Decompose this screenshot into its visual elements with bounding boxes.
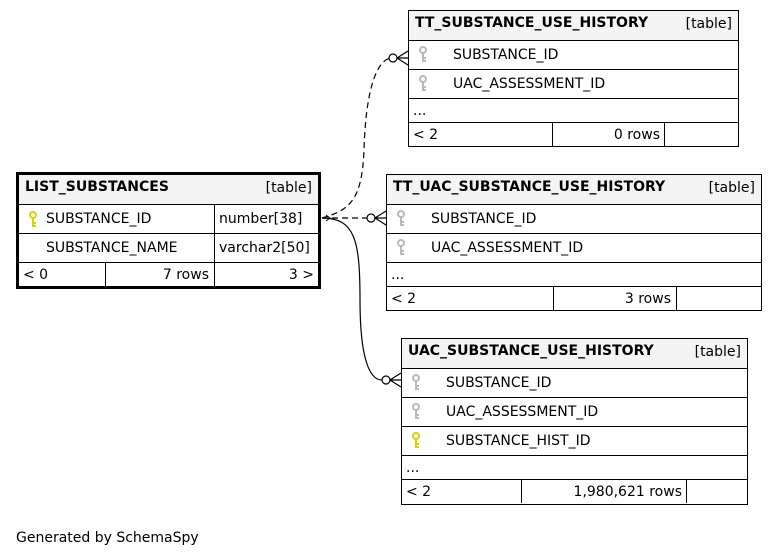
parents-count[interactable]: < 2 (406, 483, 432, 500)
primary-key-icon (412, 432, 420, 448)
table-header: UAC_SUBSTANCE_USE_HISTORY [table] (402, 339, 747, 368)
table-kind: [table] (265, 180, 312, 196)
more-columns: ... (402, 455, 747, 479)
edge-parent-mark (325, 214, 331, 222)
table-tt-substance-use-history[interactable]: TT_SUBSTANCE_USE_HISTORY [table] SUBSTAN… (408, 10, 739, 147)
more-columns: ... (387, 262, 761, 286)
row-count: 3 rows (624, 290, 671, 307)
column-name: UAC_ASSESSMENT_ID (453, 76, 606, 92)
table-name: TT_SUBSTANCE_USE_HISTORY (415, 15, 649, 31)
foreign-key-icon (397, 239, 405, 255)
table-kind: [table] (708, 180, 755, 196)
ellipsis: ... (413, 102, 427, 119)
foreign-key-icon (412, 374, 420, 390)
column-name: SUBSTANCE_HIST_ID (446, 433, 591, 449)
column-row[interactable]: SUBSTANCE_ID number[38] (19, 204, 318, 233)
table-kind: [table] (694, 344, 741, 360)
primary-key-icon (29, 211, 37, 227)
table-footer: < 2 1,980,621 rows (402, 479, 747, 503)
foreign-key-icon (412, 403, 420, 419)
foreign-key-icon (397, 210, 405, 226)
edge-circle-3 (381, 375, 391, 385)
children-count[interactable] (686, 480, 742, 503)
children-count[interactable] (676, 287, 756, 310)
table-name: UAC_SUBSTANCE_USE_HISTORY (408, 343, 654, 359)
table-uac-substance-use-history[interactable]: UAC_SUBSTANCE_USE_HISTORY [table] SUBSTA… (401, 338, 748, 505)
column-row[interactable]: UAC_ASSESSMENT_ID (409, 69, 738, 98)
column-name: SUBSTANCE_ID (46, 211, 152, 227)
edge-tt-substance-use-history (321, 57, 393, 219)
edge-crowfoot-1 (396, 50, 409, 66)
table-name: LIST_SUBSTANCES (25, 179, 169, 195)
row-count: 0 rows (613, 126, 660, 143)
column-name: SUBSTANCE_ID (446, 375, 552, 391)
column-name: UAC_ASSESSMENT_ID (431, 240, 584, 256)
generator-caption: Generated by SchemaSpy (16, 530, 199, 546)
row-count: 1,980,621 rows (573, 483, 682, 500)
table-name: TT_UAC_SUBSTANCE_USE_HISTORY (393, 179, 666, 195)
table-footer: < 2 3 rows (387, 286, 761, 310)
table-header: TT_SUBSTANCE_USE_HISTORY [table] (409, 11, 738, 40)
column-name: SUBSTANCE_ID (453, 47, 559, 63)
parents-count[interactable]: < 0 (23, 266, 49, 283)
column-row[interactable]: UAC_ASSESSMENT_ID (402, 397, 747, 426)
ellipsis: ... (391, 266, 405, 283)
children-count[interactable] (664, 123, 734, 146)
column-name: SUBSTANCE_ID (431, 211, 537, 227)
parents-count[interactable]: < 2 (413, 126, 439, 143)
table-footer: < 0 7 rows 3 > (19, 262, 318, 286)
edge-circle-1 (388, 53, 398, 63)
edge-crowfoot-3 (389, 372, 402, 388)
row-count: 7 rows (162, 266, 209, 283)
column-row[interactable]: UAC_ASSESSMENT_ID (387, 233, 761, 262)
column-name: SUBSTANCE_NAME (46, 240, 178, 256)
column-row[interactable]: SUBSTANCE_HIST_ID (402, 426, 747, 455)
more-columns: ... (409, 98, 738, 122)
parents-count[interactable]: < 2 (391, 290, 417, 307)
column-row[interactable]: SUBSTANCE_ID (402, 368, 747, 397)
table-kind: [table] (685, 16, 732, 32)
column-row[interactable]: SUBSTANCE_ID (409, 40, 738, 69)
foreign-key-icon (419, 46, 427, 62)
column-row[interactable]: SUBSTANCE_NAME varchar2[50] (19, 233, 318, 262)
edge-uac-substance-use-history (321, 217, 383, 381)
column-type: number[38] (219, 211, 303, 227)
table-list-substances[interactable]: LIST_SUBSTANCES [table] SUBSTANCE_ID num… (16, 172, 321, 289)
column-type: varchar2[50] (219, 240, 310, 256)
column-row[interactable]: SUBSTANCE_ID (387, 204, 761, 233)
table-tt-uac-substance-use-history[interactable]: TT_UAC_SUBSTANCE_USE_HISTORY [table] SUB… (386, 174, 762, 311)
foreign-key-icon (419, 75, 427, 91)
table-header: LIST_SUBSTANCES [table] (19, 175, 318, 204)
table-header: TT_UAC_SUBSTANCE_USE_HISTORY [table] (387, 175, 761, 204)
column-name: UAC_ASSESSMENT_ID (446, 404, 599, 420)
edge-crowfoot-2 (374, 210, 387, 226)
children-count[interactable]: 3 > (288, 266, 314, 283)
table-footer: < 2 0 rows (409, 122, 738, 146)
ellipsis: ... (406, 459, 420, 476)
edge-circle-2 (366, 213, 376, 223)
